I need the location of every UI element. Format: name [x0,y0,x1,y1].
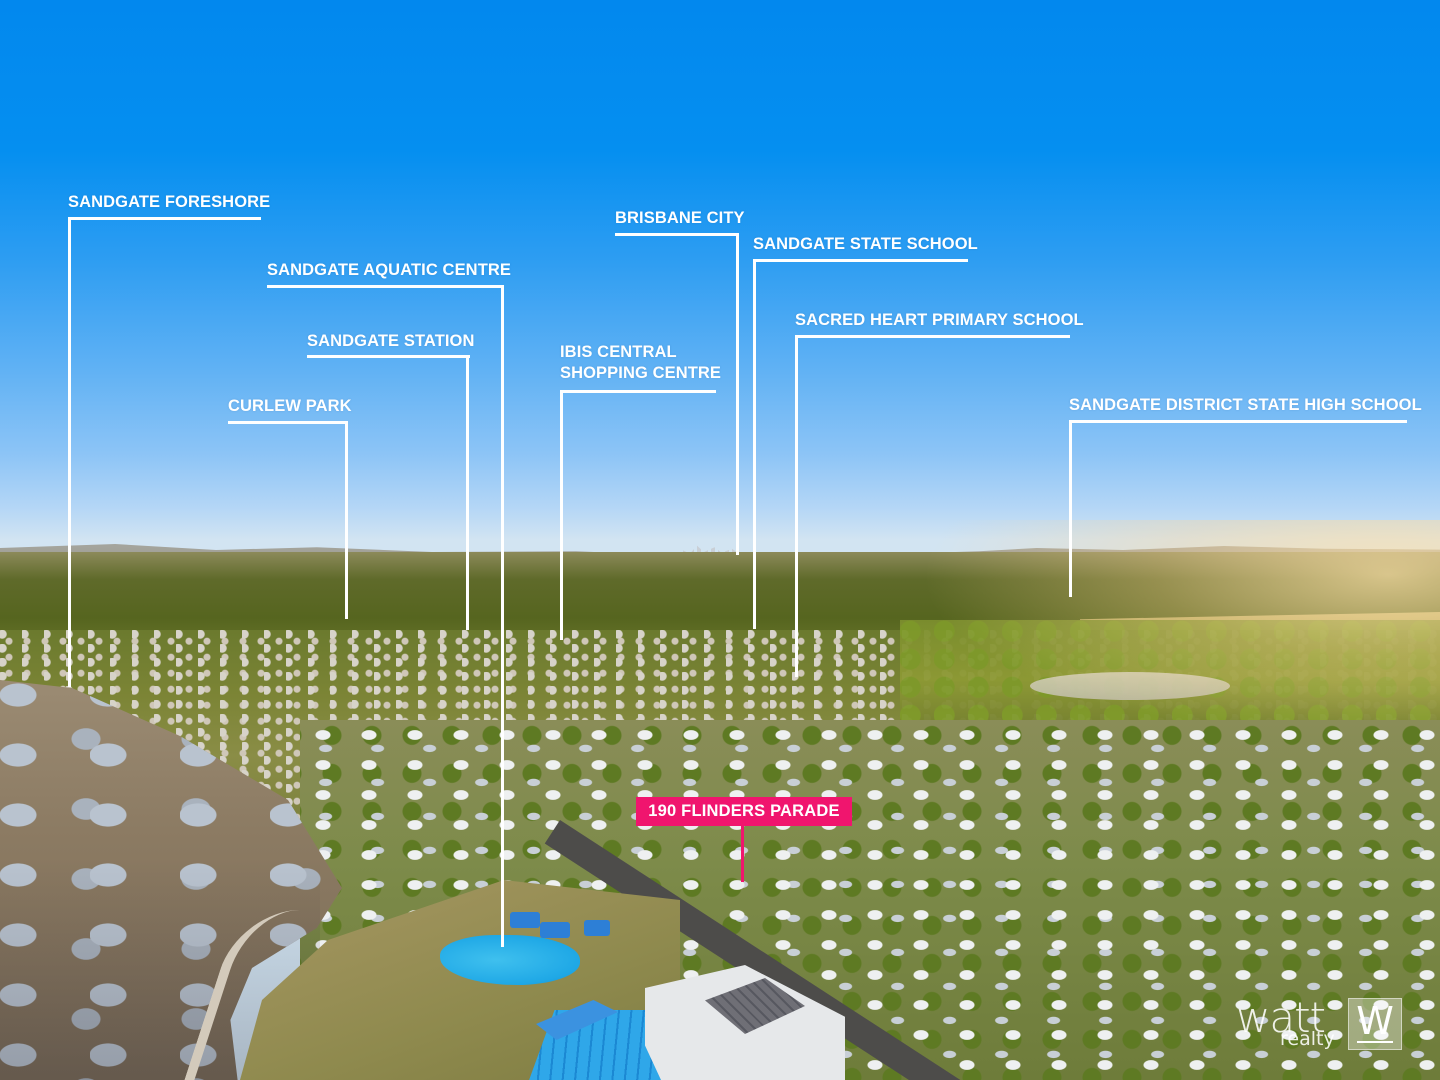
callout-label-ibis-central: IBIS CENTRAL SHOPPING CENTRE [560,342,721,384]
shade-sail [510,912,540,928]
callout-leader-sandgate-state-school [753,259,756,629]
callout-label-sacred-heart-primary: SACRED HEART PRIMARY SCHOOL [795,311,1084,329]
callout-line-brisbane-city [615,233,739,236]
callout-leader-sandgate-station [466,355,469,630]
callout-label-sandgate-foreshore: SANDGATE FORESHORE [68,193,271,211]
callout-leader-sacred-heart-primary [795,335,798,677]
shade-sail [584,920,610,936]
callout-leader-sandgate-district-shs [1069,420,1072,597]
callout-label-line2: SHOPPING CENTRE [560,364,722,382]
callout-label-brisbane-city: BRISBANE CITY [615,209,745,227]
sun-haze [920,520,1440,740]
callout-label-sandgate-state-school: SANDGATE STATE SCHOOL [753,235,978,253]
callout-label-sandgate-aquatic-centre: SANDGATE AQUATIC CENTRE [267,261,511,279]
logo-underline [1357,1041,1393,1043]
callout-line-sandgate-state-school [753,259,968,262]
callout-label-curlew-park: CURLEW PARK [228,397,352,415]
callout-line-sandgate-station [307,355,470,358]
callout-leader-sandgate-foreshore [68,217,71,687]
callout-label-line1: IBIS CENTRAL [560,343,677,361]
callout-line-ibis-central [560,390,716,393]
property-address-tag: 190 FLINDERS PARADE [636,797,852,826]
callout-label-sandgate-district-shs: SANDGATE DISTRICT STATE HIGH SCHOOL [1069,396,1422,414]
callout-line-sandgate-district-shs [1069,420,1407,423]
logo-w-glyph: W [1356,999,1394,1043]
lagoon-pool [440,935,580,985]
callout-line-sandgate-aquatic-centre [267,285,504,288]
shade-sail [540,922,570,938]
callout-leader-ibis-central [560,390,563,640]
callout-line-curlew-park [228,421,348,424]
logo-w-mark-icon: W [1348,998,1402,1050]
callout-line-sacred-heart-primary [795,335,1070,338]
watt-realty-logo: watt realty W [1236,996,1432,1054]
callout-line-sandgate-foreshore [68,217,261,220]
logo-sub-text: realty [1280,1028,1335,1050]
callout-leader-curlew-park [345,421,348,619]
callout-label-sandgate-station: SANDGATE STATION [307,332,475,350]
property-pin-stem [741,826,744,882]
callout-leader-sandgate-aquatic-centre [501,285,504,947]
callout-leader-brisbane-city [736,233,739,555]
logo-brand-text: watt [1236,993,1326,1042]
